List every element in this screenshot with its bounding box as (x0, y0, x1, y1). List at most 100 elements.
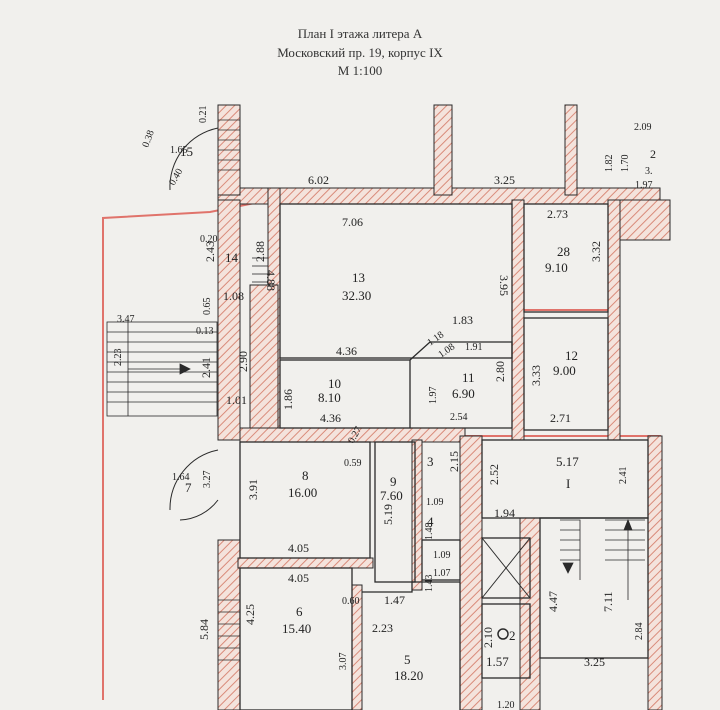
room-11-area: 6.90 (452, 386, 475, 401)
room-3-num: 3 (427, 454, 434, 469)
room-14-num: 14 (225, 250, 239, 265)
dim: 2.10 (481, 627, 495, 648)
dim: 3.25 (494, 173, 515, 187)
dim: 1.01 (226, 393, 247, 407)
dim: 1.86 (281, 389, 295, 410)
plan-scale: М 1:100 (337, 63, 383, 78)
dim: 2.41 (199, 357, 213, 378)
dim: 4.47 (546, 591, 560, 612)
dim: 4.05 (288, 541, 309, 555)
dim: 4.36 (320, 411, 341, 425)
room-13-num: 13 (352, 270, 365, 285)
dim: 1.82 (604, 155, 615, 173)
dim: 3.95 (497, 275, 511, 296)
dim: 1.94 (494, 506, 515, 520)
room-4-num: 4 (427, 514, 434, 529)
plan-address: Московский пр. 19, корпус IX (277, 45, 443, 60)
dim: 1.07 (433, 568, 451, 579)
room-12-num: 12 (565, 348, 578, 363)
bay-windows (169, 127, 219, 521)
dim: 3. (645, 166, 653, 177)
dim: 1.09 (426, 497, 444, 508)
room-2-num: 2 (509, 628, 516, 643)
dim: 2.90 (236, 351, 250, 372)
room-5-area: 18.20 (394, 668, 423, 683)
dim: 6.02 (308, 173, 329, 187)
drain-symbol (497, 628, 509, 640)
dim: 3.32 (589, 241, 603, 262)
room-10-num: 10 (328, 376, 341, 391)
dim: 2.23 (113, 349, 124, 367)
dim: 3.27 (202, 471, 213, 489)
dim: 1.83 (452, 313, 473, 327)
room-7-area: 1.64 (172, 472, 190, 483)
dim: 2.71 (550, 411, 571, 425)
room-lines (239, 203, 649, 710)
room-11-num: 11 (462, 370, 475, 385)
dim: 4.25 (243, 604, 257, 625)
dim: 7.11 (601, 591, 615, 612)
room-28-area: 9.10 (545, 260, 568, 275)
dim: 2.15 (447, 451, 461, 472)
dim: 3.33 (529, 365, 543, 386)
dim: 3.07 (338, 653, 349, 671)
dim: 2.52 (487, 464, 501, 485)
dim: 2.41 (618, 467, 629, 485)
room-9-num: 9 (390, 474, 397, 489)
dim: 1.48 (424, 523, 435, 541)
dim: 2.23 (372, 621, 393, 635)
elevator-shaft (481, 537, 531, 599)
dim: 1.91 (465, 342, 483, 353)
stairs-top (218, 119, 268, 661)
dim: 0.20 (200, 234, 218, 245)
dim: 2.84 (634, 623, 645, 641)
dim: 0.13 (196, 326, 214, 337)
dim: 1.70 (620, 155, 631, 173)
room-15-num: 15 (180, 144, 193, 159)
dim: 1.97 (635, 180, 653, 191)
dim: 0.59 (344, 458, 362, 469)
room-I-num: I (566, 476, 570, 491)
dim: 2.80 (493, 361, 507, 382)
dim: 2.88 (253, 241, 267, 262)
dim: 2.09 (634, 122, 652, 133)
room-8-area: 16.00 (288, 485, 317, 500)
dim: 7.06 (342, 215, 363, 229)
dim: 1.43 (424, 575, 435, 593)
dim: 0.38 (140, 129, 156, 149)
dim: 1.20 (497, 700, 515, 710)
dim: 0.40 (167, 167, 185, 188)
room-2-area: 1.57 (486, 654, 509, 669)
dim: 0.65 (202, 298, 213, 316)
room-13-area: 32.30 (342, 288, 371, 303)
room-9-area: 7.60 (380, 488, 403, 503)
stairs-left (106, 321, 218, 417)
room-7-num: 7 (185, 480, 192, 495)
dim: 2.73 (547, 207, 568, 221)
dim: 4.88 (264, 270, 278, 291)
dim: 5.19 (381, 504, 395, 525)
walls (217, 104, 671, 710)
room-6-num: 6 (296, 604, 303, 619)
room-10-area: 8.10 (318, 390, 341, 405)
room-6-area: 15.40 (282, 621, 311, 636)
stairs-right (560, 518, 645, 600)
dim: 5.84 (197, 619, 211, 640)
dim: 4.36 (336, 344, 357, 358)
dim: 1.18 (425, 329, 446, 348)
room-28-num: 28 (557, 244, 570, 259)
dim: 3.25 (584, 655, 605, 669)
room-14-area: 1.08 (223, 289, 244, 303)
dim: 2 (650, 147, 656, 161)
dim: 3.91 (246, 479, 260, 500)
plan-title: План I этажа литера А (297, 26, 423, 41)
dim: 3.47 (117, 314, 135, 325)
dim: 0.21 (198, 106, 209, 124)
room-12-area: 9.00 (553, 363, 576, 378)
dim: 1.09 (433, 550, 451, 561)
room-labels: 15 1.65 14 1.08 13 32.30 28 9.10 12 9.00… (170, 144, 579, 683)
dim: 1.47 (384, 593, 405, 607)
room-5-num: 5 (404, 652, 411, 667)
